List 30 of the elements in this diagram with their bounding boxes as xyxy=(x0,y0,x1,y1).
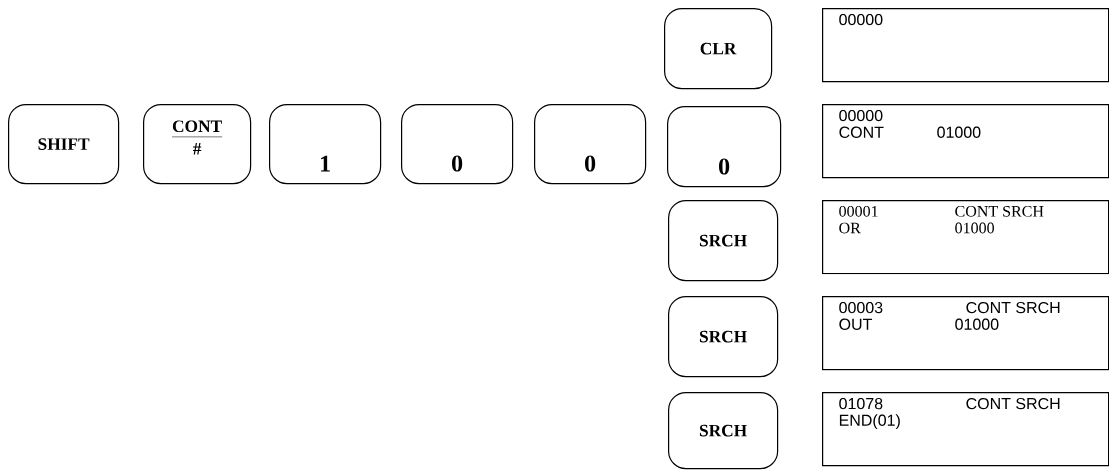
display-text: CONT SRCH xyxy=(955,206,1044,217)
display-text: END(01) xyxy=(839,414,900,430)
display-text: 01000 xyxy=(955,222,994,234)
display-panel xyxy=(822,392,1109,467)
keyboard-key: CLR xyxy=(664,8,773,90)
keyboard-key: SRCH xyxy=(668,200,779,282)
keyboard-key: CONT # xyxy=(143,104,252,185)
display-text: CONT SRCH xyxy=(966,397,1060,410)
display-text: CONT SRCH xyxy=(966,301,1060,314)
keyboard-key: 1 xyxy=(269,104,382,185)
display-text: CONT xyxy=(839,126,884,138)
display-text: OR xyxy=(839,222,861,234)
display-text: 00003 xyxy=(839,301,883,314)
keyboard-key: 0 xyxy=(401,104,514,185)
keyboard-key: SRCH xyxy=(668,296,779,378)
keyboard-key: 0 xyxy=(534,104,647,185)
display-panel xyxy=(822,296,1109,371)
display-panel xyxy=(822,104,1109,179)
display-text: 01000 xyxy=(955,318,999,330)
display-text: 00000 xyxy=(839,109,883,122)
display-panel xyxy=(822,200,1109,275)
keyboard-key: SRCH xyxy=(668,392,779,470)
keyboard-key: SHIFT xyxy=(8,104,120,185)
display-text: 00001 xyxy=(839,205,878,217)
display-text: 01000 xyxy=(937,126,981,138)
keyboard-key: 0 xyxy=(667,106,782,188)
display-text: OUT xyxy=(839,318,872,330)
display-panel xyxy=(822,8,1109,83)
display-text: 00000 xyxy=(839,13,883,26)
display-text: 01078 xyxy=(839,397,883,410)
